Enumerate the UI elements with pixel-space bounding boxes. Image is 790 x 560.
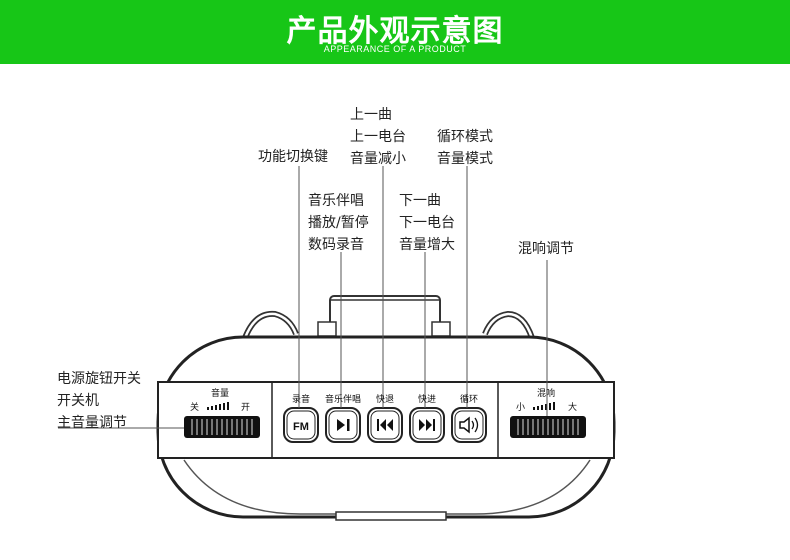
title-banner: 产品外观示意图 APPEARANCE OF A PRODUCT [0, 0, 790, 64]
button-label-karaoke: 音乐伴唱 [324, 395, 361, 405]
leader-lines [58, 166, 548, 429]
left-handle-inner [243, 312, 298, 339]
device-foot [335, 511, 447, 521]
rewind-button [367, 407, 403, 443]
next-callout: 下一曲 下一电台 音量增大 [399, 190, 455, 256]
reverb-min-label: 小 [516, 403, 526, 413]
top-block [329, 295, 441, 339]
play-pause-button [325, 407, 361, 443]
right-clip [431, 321, 451, 337]
volume-level-icon [207, 402, 229, 410]
button-label-record: 录音 [291, 395, 310, 405]
callout-line: 音量减小 [350, 151, 406, 167]
fast-forward-button [409, 407, 445, 443]
callout-line: 音量增大 [399, 237, 455, 253]
callout-line: 上一曲 [350, 107, 392, 123]
callout-line: 播放/暂停 [308, 215, 369, 231]
callout-line: 下一曲 [399, 193, 441, 209]
left-clip [317, 321, 337, 337]
loop-callout: 循环模式 音量模式 [437, 126, 493, 170]
callout-line: 混响调节 [518, 241, 574, 257]
callout-line: 循环模式 [437, 129, 493, 145]
loop-button [451, 407, 487, 443]
volume-title: 音量 [211, 389, 230, 399]
fm-button: FM [283, 407, 319, 443]
play-callout: 音乐伴唱 播放/暂停 数码录音 [308, 190, 369, 256]
svg-text:FM: FM [293, 421, 309, 433]
banner-title: 产品外观示意图 [286, 14, 504, 49]
button-label-rewind: 快退 [375, 395, 394, 405]
callout-line: 下一电台 [399, 215, 455, 231]
callout-line: 主音量调节 [57, 415, 127, 431]
callout-line: 电源旋钮开关 [57, 371, 141, 387]
callout-line: 音乐伴唱 [308, 193, 364, 209]
right-handle-inner [483, 312, 534, 339]
reverb-callout: 混响调节 [518, 238, 574, 260]
function-key-callout: 功能切换键 [258, 146, 328, 168]
prev-callout: 上一曲 上一电台 音量减小 [350, 104, 406, 170]
banner-subtitle: APPEARANCE OF A PRODUCT [323, 44, 467, 54]
power-knob-callout: 电源旋钮开关 开关机 主音量调节 [57, 368, 141, 434]
callout-line: 开关机 [57, 393, 99, 409]
volume-min-label: 关 [190, 403, 200, 413]
reverb-title: 混响 [537, 389, 556, 399]
right-handle [482, 310, 535, 340]
reverb-max-label: 大 [568, 403, 578, 413]
reverb-level-icon [533, 402, 555, 410]
callout-line: 数码录音 [308, 237, 364, 253]
button-label-forward: 快进 [417, 395, 436, 405]
callout-line: 音量模式 [437, 151, 493, 167]
callout-line: 上一电台 [350, 129, 406, 145]
callout-line: 功能切换键 [258, 149, 328, 165]
volume-max-label: 开 [241, 403, 251, 413]
button-label-loop: 循环 [459, 395, 478, 405]
